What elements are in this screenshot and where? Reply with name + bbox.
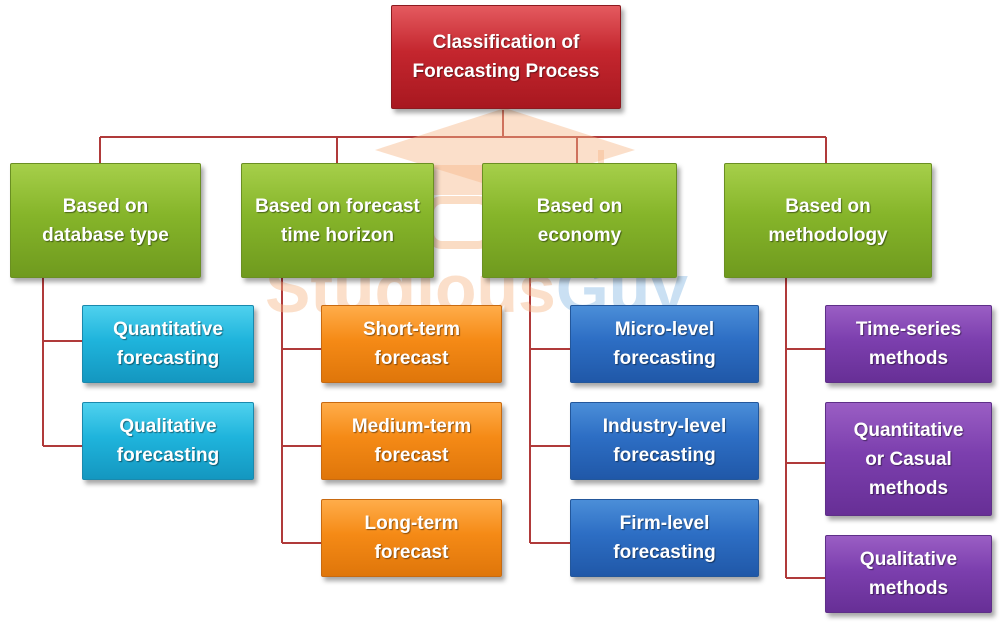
category-time-horizon: Based on forecast time horizon	[241, 163, 434, 278]
item-time-series-methods: Time-series methods	[825, 305, 992, 383]
item-firm-level-forecasting: Firm-level forecasting	[570, 499, 759, 577]
root-node: Classification of Forecasting Process	[391, 5, 621, 109]
item-quantitative-casual-methods: Quantitative or Casual methods	[825, 402, 992, 516]
item-micro-level-forecasting: Micro-level forecasting	[570, 305, 759, 383]
item-long-term-forecast: Long-term forecast	[321, 499, 502, 577]
item-medium-term-forecast: Medium-term forecast	[321, 402, 502, 480]
item-qualitative-forecasting: Qualitative forecasting	[82, 402, 254, 480]
category-database-type: Based on database type	[10, 163, 201, 278]
item-quantitative-forecasting: Quantitative forecasting	[82, 305, 254, 383]
item-industry-level-forecasting: Industry-level forecasting	[570, 402, 759, 480]
category-economy: Based on economy	[482, 163, 677, 278]
category-methodology: Based on methodology	[724, 163, 932, 278]
item-qualitative-methods: Qualitative methods	[825, 535, 992, 613]
item-short-term-forecast: Short-term forecast	[321, 305, 502, 383]
